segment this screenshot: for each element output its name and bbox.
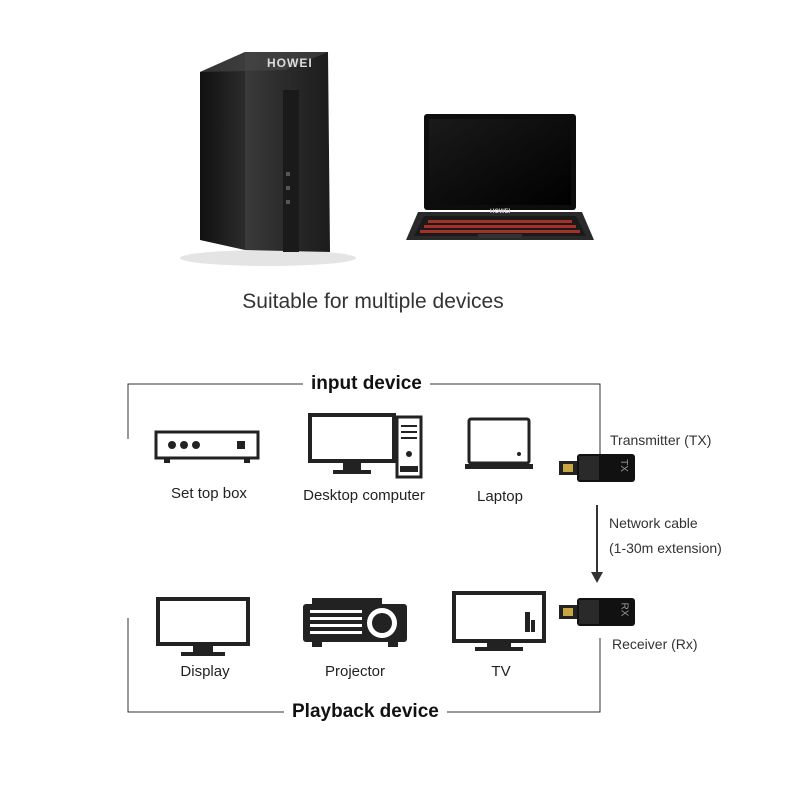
laptop-brand-logo: HOWEI [490,209,511,215]
display-label: Display [180,663,230,680]
projector-label: Projector [324,663,386,680]
input-device-title: input device [303,373,430,395]
receiver-rx-text: RX [618,602,630,617]
projector-icon [303,598,407,647]
receiver-label: Receiver (Rx) [612,636,698,652]
tower-brand-logo: HOWEI [267,56,313,70]
desktop-computer-icon [308,413,423,479]
network-cable-label: Network cable [609,515,698,531]
connection-diagram: input device Playback device Set top box… [0,340,800,800]
transmitter-label: Transmitter (TX) [610,432,712,448]
tower-pc-image [180,52,356,266]
laptop-image [406,114,594,240]
tv-icon [452,591,546,651]
diagram-frame-lines [127,383,603,713]
product-caption: Suitable for multiple devices [242,290,504,313]
desktop-computer-label: Desktop computer [303,487,425,504]
playback-device-title: Playback device [284,701,447,723]
tv-label: TV [491,663,511,680]
product-photo-area: HOWEI HOWEI Suitable for multiple device… [0,0,800,330]
display-icon [156,597,250,656]
transmitter-adapter-icon [559,454,635,482]
receiver-adapter-icon [559,598,635,626]
network-cable-extension-label: (1-30m extension) [609,540,722,556]
laptop-label: Laptop [477,488,523,505]
set-top-box-label: Set top box [171,485,247,502]
transmitter-tx-text: TX [617,459,629,472]
set-top-box-icon [154,430,260,463]
laptop-icon [465,417,533,469]
